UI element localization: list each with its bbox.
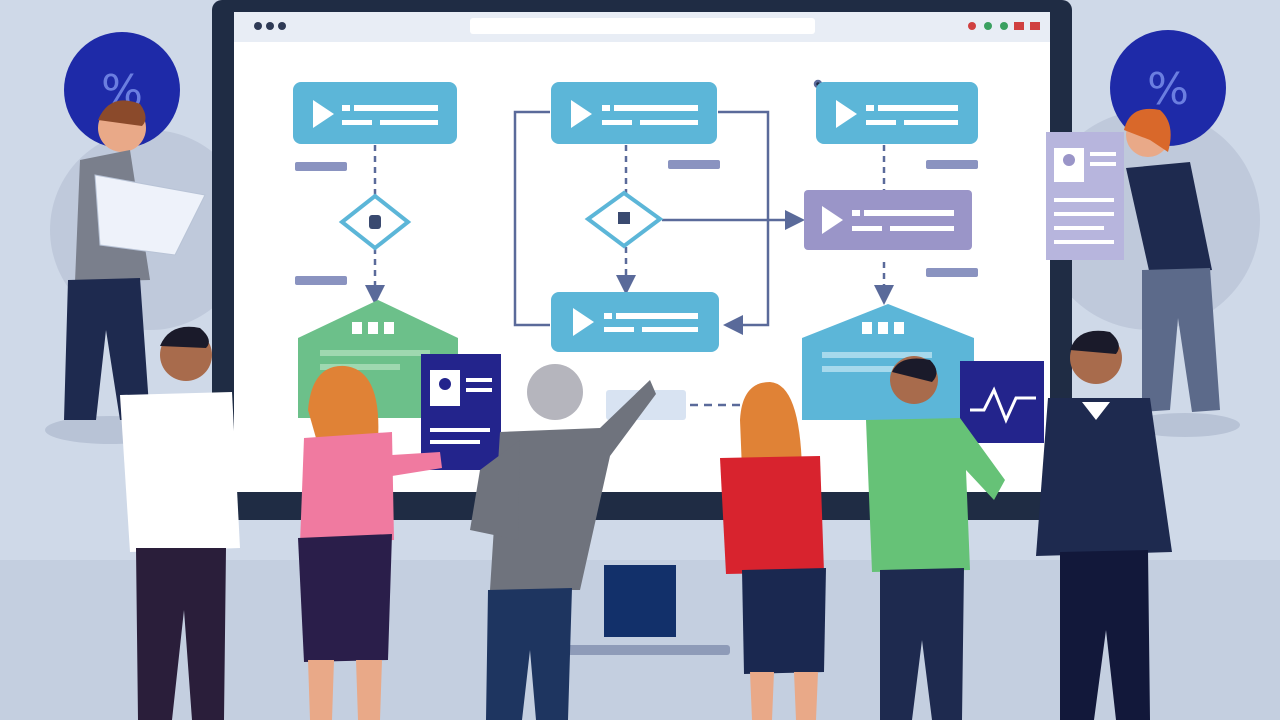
monitor-stand-neck	[604, 565, 676, 637]
play-icon	[822, 206, 843, 234]
profile-card-hanging	[1046, 132, 1124, 260]
toolbar-red-icon	[968, 22, 976, 30]
play-icon	[573, 308, 594, 336]
toolbar-red-square-icon	[1014, 22, 1024, 30]
flow-node-top-mid	[551, 82, 717, 144]
percent-glyph-right: %	[1147, 64, 1189, 115]
profile-card-left	[421, 354, 501, 470]
play-icon	[313, 100, 334, 128]
person-pink-top	[298, 365, 442, 720]
monitor-stand-base	[560, 645, 730, 655]
toolbar-green-icon	[984, 22, 992, 30]
window-dot-3	[278, 22, 286, 30]
profile-card-icon	[1063, 154, 1075, 166]
toolbar-green-icon-2	[1000, 22, 1008, 30]
person-top-right	[1124, 108, 1240, 437]
person-green-shirt	[866, 356, 1005, 720]
window-dot-1	[254, 22, 262, 30]
flow-node-top-left	[293, 82, 457, 144]
connector-mid-loop-left	[513, 110, 550, 327]
flow-node-mid-right	[804, 190, 972, 250]
window-dot-2	[266, 22, 274, 30]
toolbar-red-square-icon-2	[1030, 22, 1040, 30]
flow-node-top-right	[816, 82, 978, 144]
decision-node-left	[338, 193, 412, 251]
person-white-shirt	[120, 326, 240, 720]
play-icon	[836, 100, 857, 128]
person-navy-suit	[1036, 330, 1172, 720]
person-red-top	[720, 382, 826, 720]
connector-mid-loop-right	[718, 110, 770, 335]
person-grey-sweater	[470, 364, 656, 720]
play-icon	[571, 100, 592, 128]
address-bar	[470, 18, 815, 34]
decision-node-mid	[584, 190, 664, 249]
chart-card-right	[960, 361, 1044, 443]
flow-node-bottom-mid	[551, 292, 719, 352]
person-top-left	[45, 100, 206, 444]
chart-wave-icon	[970, 386, 1036, 424]
